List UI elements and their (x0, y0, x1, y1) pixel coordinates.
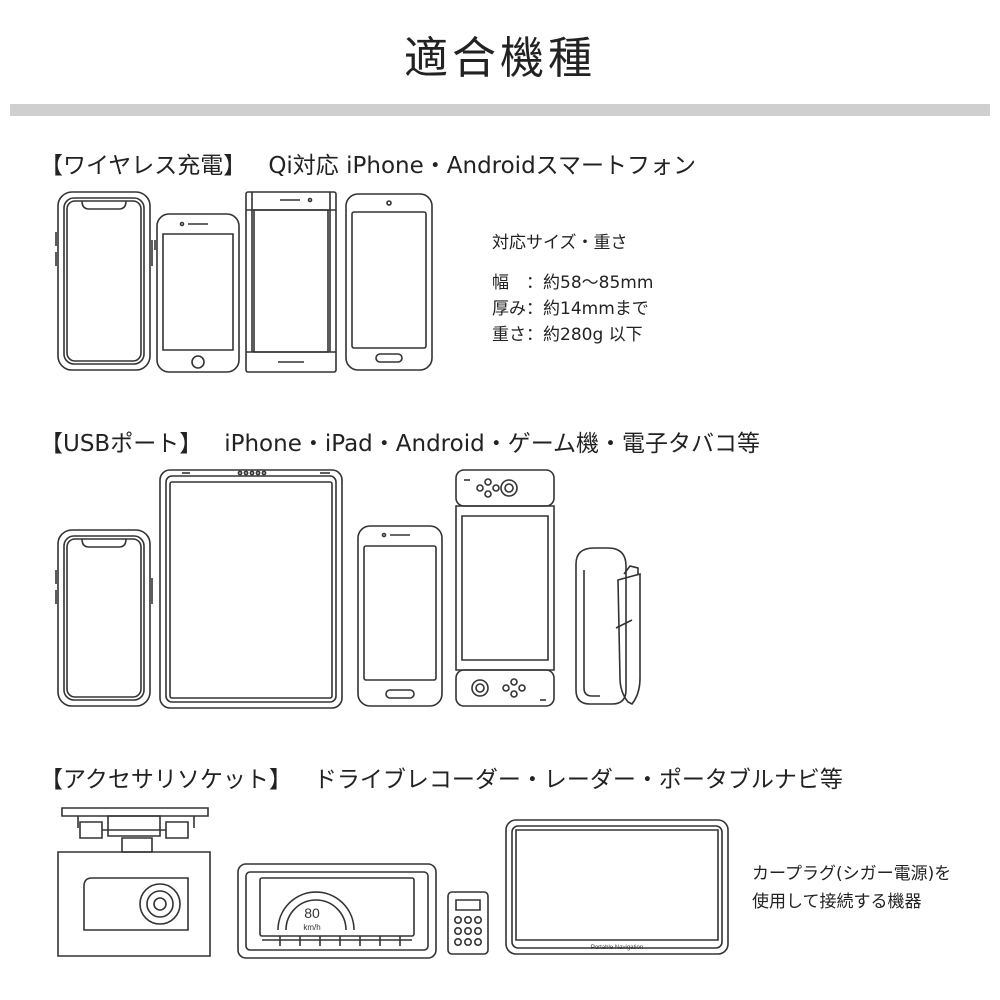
spec-block: 対応サイズ・重さ 幅 ：約58〜85mm 厚み：約14mmまで 重さ：約280g… (492, 230, 653, 348)
iphone-x-icon (56, 192, 152, 370)
section-socket-heading: 【アクセサリソケット】ドライブレコーダー・レーダー・ポータブルナビ等 (40, 760, 843, 794)
radar-detector-icon (238, 864, 436, 958)
android-phone-icon (246, 192, 336, 372)
android-phone-icon (358, 526, 442, 706)
spec-width: 幅 ：約58〜85mm (492, 273, 654, 293)
portable-navigation-icon (506, 820, 728, 954)
section-usb-description: iPhone・iPad・Android・ゲーム機・電子タバコ等 (224, 431, 761, 457)
navi-brand-label: Portable Navigation (591, 945, 643, 951)
iphone-8-icon (155, 214, 239, 372)
section-socket-description: ドライブレコーダー・レーダー・ポータブルナビ等 (313, 767, 843, 793)
socket-note-line-2: 使用して接続する機器 (752, 892, 922, 912)
section-wireless-description: Qi対応 iPhone・Androidスマートフォン (268, 153, 696, 179)
android-phone-icon-2 (346, 194, 432, 370)
spec-weight: 重さ：約280g 以下 (492, 325, 643, 345)
page-title: 適合機種 (404, 33, 596, 84)
section-socket-label: 【アクセサリソケット】 (40, 767, 292, 793)
section-wireless-label: 【ワイヤレス充電】 (40, 153, 247, 179)
title-divider (10, 104, 990, 116)
section-wireless-heading: 【ワイヤレス充電】 Qi対応 iPhone・Androidスマートフォン (40, 146, 696, 180)
spec-heading: 対応サイズ・重さ (492, 233, 628, 253)
section-usb-heading: 【USBポート】 iPhone・iPad・Android・ゲーム機・電子タバコ等 (40, 424, 760, 458)
spec-thickness: 厚み：約14mmまで (492, 299, 649, 319)
game-console-icon (456, 470, 554, 706)
remote-control-icon (448, 892, 488, 954)
radar-speed-unit: km/h (303, 923, 320, 932)
tablet-icon (160, 470, 342, 708)
socket-note: カープラグ(シガー電源)を 使用して接続する機器 (752, 860, 951, 916)
dashcam-icon (58, 808, 210, 956)
section-usb-label: 【USBポート】 (40, 431, 203, 457)
socket-note-line-1: カープラグ(シガー電源)を (752, 864, 952, 884)
iphone-x-icon (56, 530, 152, 706)
e-cigarette-icon (576, 548, 640, 704)
radar-speed-value: 80 (304, 905, 320, 921)
